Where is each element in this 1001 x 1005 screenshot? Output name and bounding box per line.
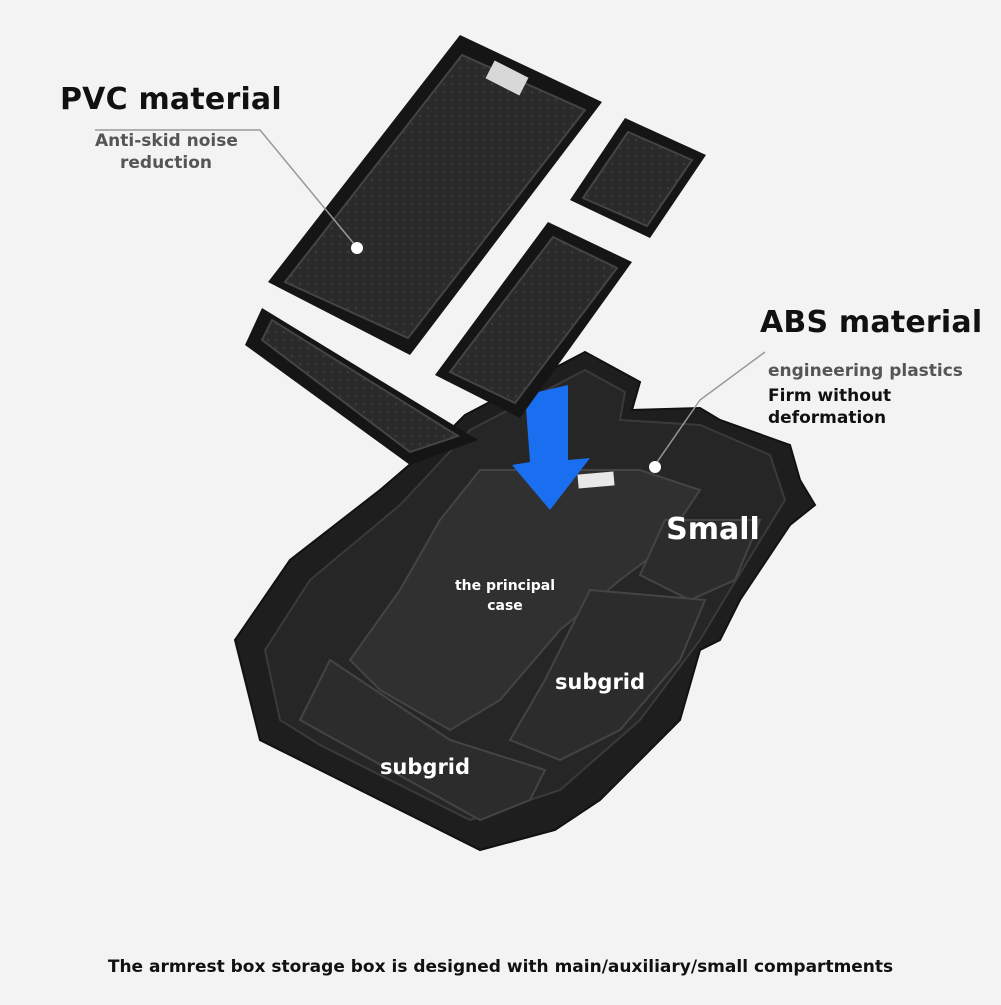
small-compartment-label: Small	[666, 512, 760, 547]
pvc-title: PVC material	[60, 82, 282, 117]
large-mat	[268, 35, 602, 355]
down-arrow-icon	[512, 385, 590, 510]
abs-desc-line2: Firm without	[768, 386, 892, 406]
pvc-desc-line1: Anti-skid noise	[95, 131, 238, 151]
armrest-tray	[233, 350, 817, 852]
pvc-desc-line2: reduction	[120, 153, 212, 173]
abs-desc-line1: engineering plastics	[768, 361, 963, 381]
principal-case-label: the principal	[454, 578, 556, 594]
subgrid-right-label: subgrid	[554, 670, 646, 694]
front-mat	[245, 308, 478, 465]
abs-desc-line3: deformation	[768, 408, 887, 428]
caption: The armrest box storage box is designed …	[107, 957, 894, 977]
leader-lines	[95, 129, 766, 466]
principal-case-label-line2: case	[487, 598, 523, 614]
small-mat-top	[570, 118, 706, 238]
middle-mat	[435, 222, 632, 418]
subgrid-front-label: subgrid	[379, 755, 471, 779]
pointer-dot-abs	[649, 461, 661, 473]
abs-title: ABS material	[760, 305, 983, 340]
pointer-dot-pvc	[351, 242, 363, 254]
